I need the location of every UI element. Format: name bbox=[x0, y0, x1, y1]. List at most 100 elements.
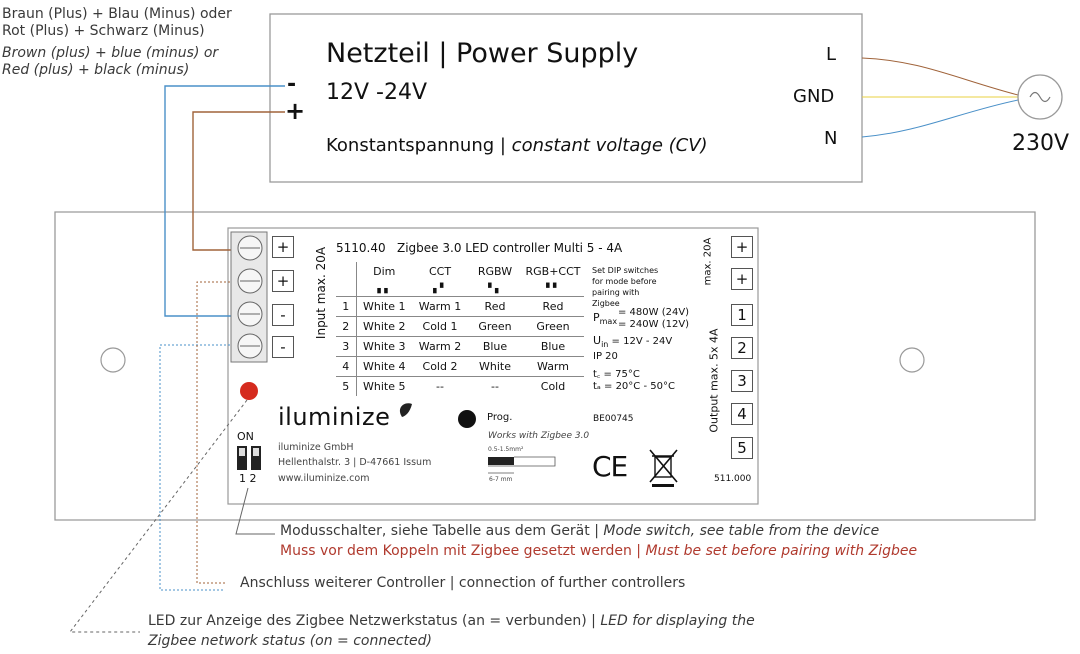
row-number: 1 bbox=[336, 296, 357, 317]
dip-symbol-icon: ▘▘ bbox=[546, 283, 560, 294]
dip-numbers: 1 2 bbox=[239, 472, 257, 485]
mode-table: Dim CCT RGBW RGB+CCT ▖▖ ▖▘ ▘▖ ▘▘ 1 White… bbox=[336, 262, 584, 396]
mounting-hole-right bbox=[899, 347, 925, 373]
input-max-label: Input max. 20A bbox=[314, 246, 328, 340]
dip-switch-2-lever bbox=[253, 448, 259, 456]
table-cell: Red bbox=[468, 296, 522, 317]
dip-switch-1-lever bbox=[239, 448, 245, 456]
table-cell: White 2 bbox=[356, 316, 412, 337]
table-cell: -- bbox=[468, 376, 522, 396]
pairing-note: Muss vor dem Koppeln mit Zigbee gesetzt … bbox=[280, 543, 917, 560]
wire-mains-N bbox=[861, 99, 1019, 138]
mode-table-header: Dim CCT RGBW RGB+CCT bbox=[336, 262, 584, 281]
uin-symbol: U bbox=[593, 334, 602, 347]
max-terminal-2: + bbox=[731, 268, 753, 290]
max-terminal-1: + bbox=[731, 236, 753, 258]
row-number: 4 bbox=[336, 356, 357, 377]
table-cell: Cold bbox=[522, 376, 584, 396]
psu-voltage: 12V -24V bbox=[326, 80, 428, 105]
strip-gauge-line bbox=[488, 456, 556, 467]
header-cct: CCT bbox=[428, 265, 452, 278]
wiring-note-en-2: Red (plus) + black (minus) bbox=[2, 62, 190, 78]
spec-ta: tₐ = 20°C - 50°C bbox=[593, 381, 675, 392]
leaf-icon bbox=[399, 403, 412, 417]
strip-gauge-bar bbox=[488, 457, 514, 465]
table-cell: White bbox=[468, 356, 522, 377]
spec-uin: Uin = 12V - 24V bbox=[593, 334, 672, 349]
wire-blue-minus bbox=[164, 85, 285, 317]
pmax-symbol: P bbox=[593, 311, 600, 324]
dip-symbol-icon: ▘▖ bbox=[488, 283, 502, 294]
output-max-label: Output max. 5x 4A bbox=[707, 328, 721, 433]
table-cell: Green bbox=[522, 316, 584, 337]
table-cell: Warm 2 bbox=[412, 336, 468, 357]
works-with-zigbee: Works with Zigbee 3.0 bbox=[488, 431, 590, 441]
product-code: 511.000 bbox=[714, 474, 752, 484]
input-terminal-3: - bbox=[272, 304, 294, 326]
uin-value: = 12V - 24V bbox=[611, 336, 673, 347]
psu-terminal-L: L bbox=[826, 44, 837, 65]
mode-table-dip-symbols: ▖▖ ▖▘ ▘▖ ▘▘ bbox=[336, 281, 584, 297]
spec-tc: t꜀ = 75°C bbox=[593, 369, 640, 380]
pairing-de: Muss vor dem Koppeln mit Zigbee gesetzt … bbox=[280, 543, 646, 559]
led-note-de: LED zur Anzeige des Zigbee Netzwerkstatu… bbox=[148, 613, 601, 629]
spec-pmax-24: = 480W (24V) bbox=[618, 307, 690, 318]
led-note-en-1: LED for displaying the bbox=[600, 613, 755, 629]
wire-connection-blue bbox=[159, 344, 238, 591]
mode-switch-de: Modusschalter, siehe Tabelle aus dem Ger… bbox=[280, 523, 604, 539]
table-cell: Red bbox=[522, 296, 584, 317]
article-number: BE00745 bbox=[593, 414, 634, 424]
input-terminal-4: - bbox=[272, 336, 294, 358]
table-cell: Blue bbox=[522, 336, 584, 357]
spec-pmax-12: = 240W (12V) bbox=[618, 319, 690, 330]
pairing-en: Must be set before pairing with Zigbee bbox=[645, 543, 918, 559]
table-cell: Blue bbox=[468, 336, 522, 357]
dip-symbol-icon: ▖▖ bbox=[377, 283, 392, 294]
dip-note: Set DIP switches for mode before pairing… bbox=[592, 266, 659, 308]
company-website: www.iluminize.com bbox=[278, 473, 370, 484]
psu-terminal-GND: GND bbox=[793, 86, 835, 107]
psu-type-de: Konstantspannung | bbox=[326, 135, 512, 156]
company-address: Hellenthalstr. 3 | D-47661 Issum bbox=[278, 457, 432, 468]
mode-switch-note: Modusschalter, siehe Tabelle aus dem Ger… bbox=[280, 523, 879, 540]
psu-type-en: constant voltage (CV) bbox=[511, 135, 708, 156]
output-terminal-1: 1 bbox=[731, 304, 753, 326]
pmax-sub: max bbox=[599, 317, 618, 326]
table-cell: White 1 bbox=[356, 296, 412, 317]
sine-icon bbox=[1029, 91, 1051, 103]
header-rgbw: RGBW bbox=[477, 265, 513, 278]
table-cell: White 4 bbox=[356, 356, 412, 377]
output-terminal-4: 4 bbox=[731, 403, 753, 425]
prog-label: Prog. bbox=[487, 412, 513, 423]
table-cell: Cold 2 bbox=[412, 356, 468, 377]
spec-ip: IP 20 bbox=[593, 351, 618, 362]
table-cell: White 5 bbox=[356, 376, 412, 396]
output-terminal-5: 5 bbox=[731, 437, 753, 459]
leader-mode-switch bbox=[235, 487, 275, 535]
prog-button bbox=[458, 410, 476, 428]
psu-minus-label: - bbox=[287, 72, 297, 97]
header-dim: Dim bbox=[373, 265, 396, 278]
wiring-note-de-2: Rot (Plus) + Schwarz (Minus) bbox=[2, 23, 205, 39]
output-terminal-2: 2 bbox=[731, 337, 753, 359]
header-blank bbox=[336, 262, 357, 281]
wiring-note-en-1: Brown (plus) + blue (minus) or bbox=[2, 45, 219, 61]
spec-pmax: Pmax bbox=[593, 311, 617, 326]
wire-brown-plus bbox=[192, 111, 285, 251]
mains-voltage: 230V bbox=[1012, 131, 1070, 156]
model-number: 5110.40 bbox=[336, 241, 386, 255]
controller-face bbox=[227, 227, 759, 505]
table-row: 1 White 1 Warm 1 Red Red bbox=[336, 296, 584, 317]
mounting-hole-left bbox=[100, 347, 126, 373]
psu-type: Konstantspannung | constant voltage (CV) bbox=[326, 135, 708, 156]
dip-on-label: ON bbox=[237, 430, 254, 443]
dip-switch-1 bbox=[237, 446, 247, 470]
table-row: 3 White 3 Warm 2 Blue Blue bbox=[336, 336, 584, 357]
row-number: 5 bbox=[336, 376, 357, 396]
psu-terminal-N: N bbox=[824, 128, 838, 149]
header-rgbcct: RGB+CCT bbox=[525, 265, 581, 278]
power-supply-housing bbox=[269, 13, 863, 183]
mode-switch-en: Mode switch, see table from the device bbox=[603, 523, 880, 539]
table-row: 2 White 2 Cold 1 Green Green bbox=[336, 316, 584, 337]
input-terminal-1: + bbox=[272, 236, 294, 258]
